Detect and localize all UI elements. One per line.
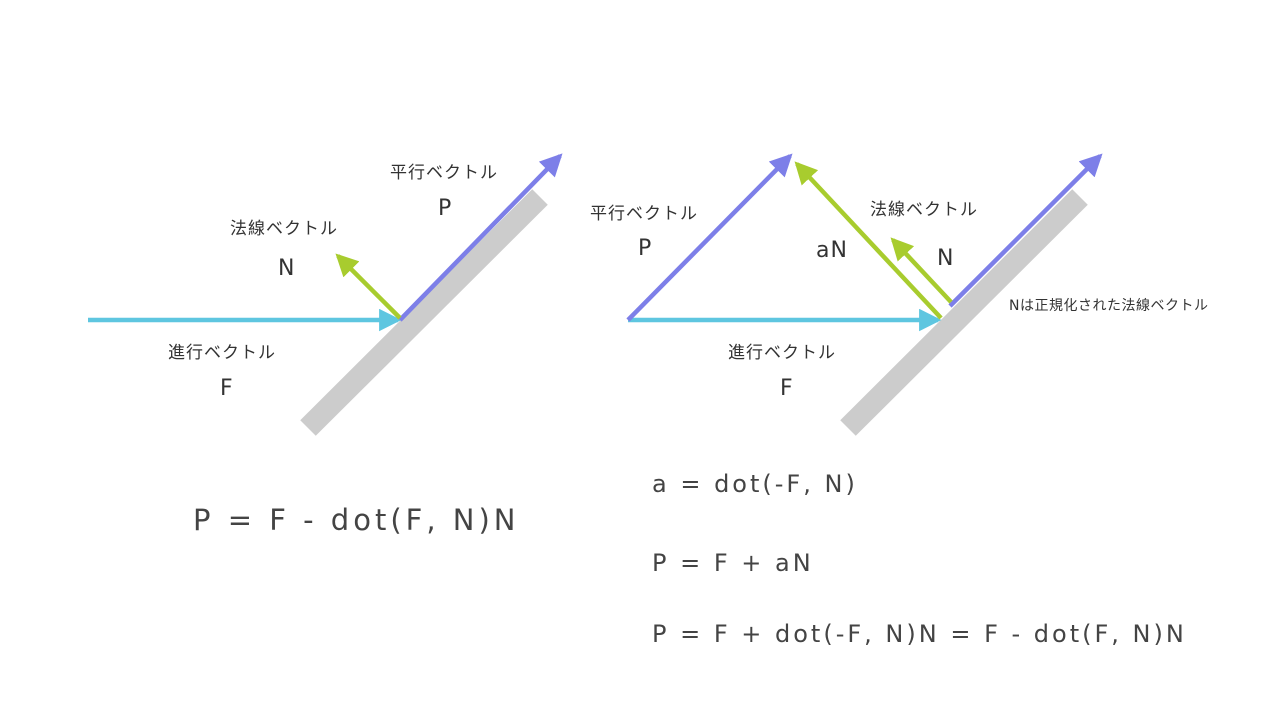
right-scaled-normal-arrow — [794, 161, 943, 320]
right-formula-coefficient: a = dot(-F, N) — [652, 470, 858, 498]
left-normal-vector-arrow — [335, 253, 402, 320]
right-normal-vector-arrow — [890, 237, 953, 304]
right-formula-expanded: P = F + dot(-F, N)N = F - dot(F, N)N — [652, 620, 1187, 648]
right-parallel-vector-arrow — [626, 153, 793, 322]
right-travel-vector-symbol: F — [780, 376, 794, 401]
right-travel-vector-label: 進行ベクトル — [728, 343, 836, 363]
right-parallel-vector-label: 平行ベクトル — [590, 204, 698, 224]
right-normal-vector-symbol: N — [937, 246, 955, 271]
left-normal-vector-symbol: N — [278, 256, 296, 281]
right-formula-sum: P = F + aN — [652, 549, 814, 577]
left-parallel-vector-label: 平行ベクトル — [390, 163, 498, 183]
left-travel-vector-label: 進行ベクトル — [168, 343, 276, 363]
left-travel-vector-symbol: F — [220, 376, 234, 401]
right-wall-parallel-arrow — [948, 153, 1103, 308]
right-wall — [840, 189, 1088, 436]
left-parallel-vector-arrow — [398, 153, 563, 322]
right-parallel-vector-symbol: P — [638, 236, 653, 261]
right-normalized-note: Nは正規化された法線ベクトル — [1009, 298, 1209, 314]
right-scaled-normal-symbol: aN — [816, 238, 848, 263]
left-parallel-vector-symbol: P — [438, 196, 453, 221]
right-normal-vector-label: 法線ベクトル — [870, 200, 978, 220]
right-diagram — [626, 153, 1103, 436]
left-normal-vector-label: 法線ベクトル — [230, 219, 338, 239]
left-formula: P = F - dot(F, N)N — [193, 503, 520, 537]
left-diagram — [88, 153, 563, 436]
left-wall — [300, 189, 548, 436]
